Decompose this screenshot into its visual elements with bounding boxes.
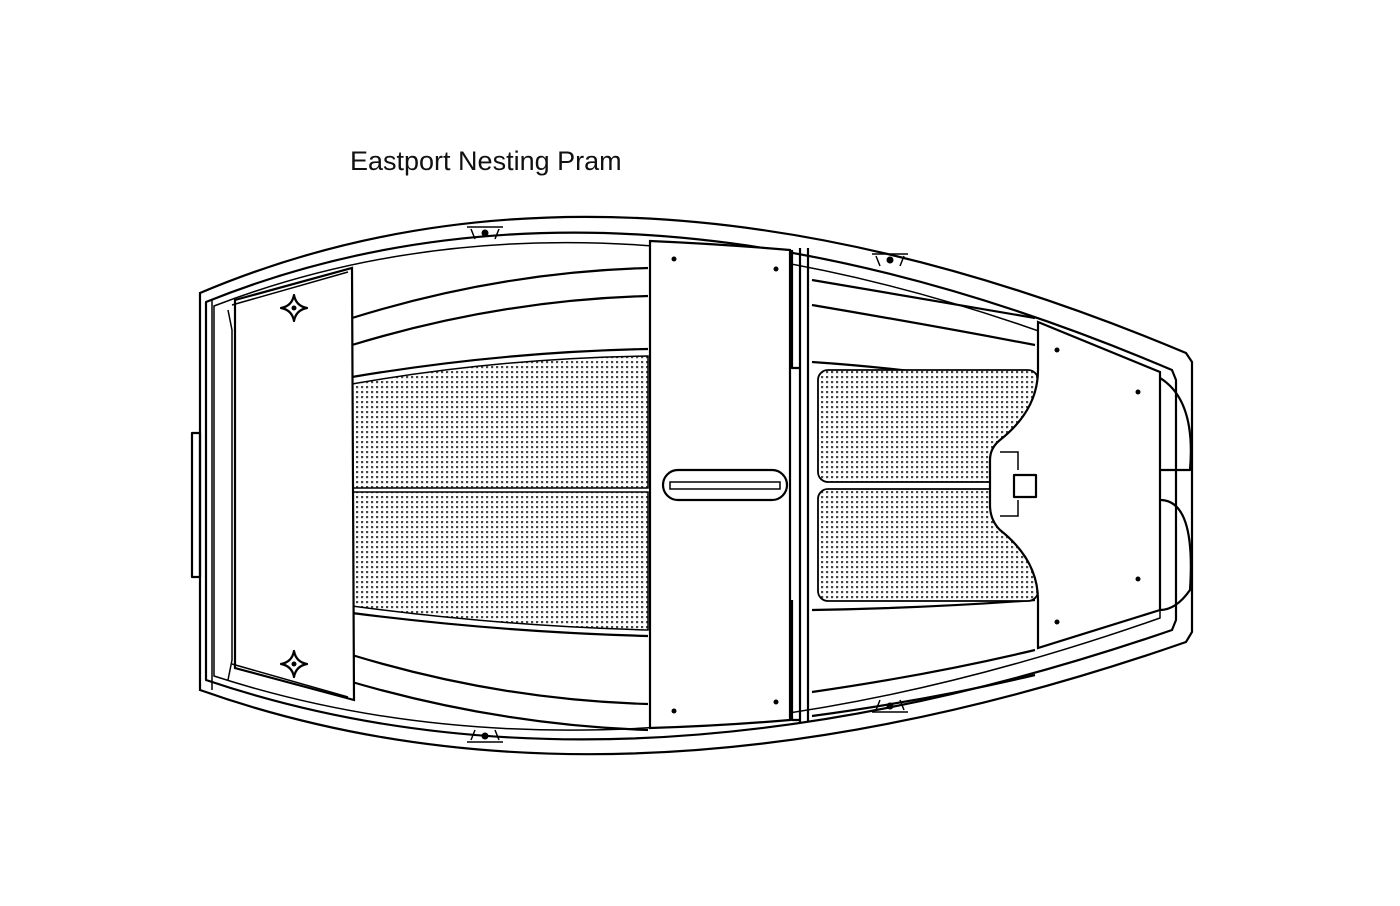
mast-partner xyxy=(1000,451,1019,517)
side-band-bot-1 xyxy=(351,680,649,732)
side-band-top-2 xyxy=(351,294,649,347)
handle-slot xyxy=(661,468,789,502)
seat-bolt xyxy=(773,699,779,705)
stern-transom xyxy=(190,431,202,579)
side-band-bot-2 xyxy=(351,653,649,706)
side-band-top-1 xyxy=(351,266,649,320)
hull-gunwale-inner xyxy=(204,231,1178,741)
aft-seat xyxy=(233,266,356,702)
seat-bolt xyxy=(1135,389,1141,395)
gunwale-clamp-icon xyxy=(467,729,503,743)
gunwale-clamp-icon xyxy=(872,699,908,713)
fwd-band-bot-1 xyxy=(811,673,1036,718)
floor-mesh-aft-upper xyxy=(351,355,649,489)
nesting-bulkhead xyxy=(790,248,810,722)
seat-bolt xyxy=(1054,347,1060,353)
seat-bolt xyxy=(773,266,779,272)
gunwale-clamp-icon xyxy=(872,253,908,267)
fwd-band-top-1 xyxy=(811,278,1036,320)
bow-seat xyxy=(988,320,1162,650)
oarlock-socket-icon xyxy=(279,293,309,323)
fwd-band-top-2 xyxy=(811,303,1036,347)
hull-sheer-line xyxy=(213,241,1161,731)
side-band-top-3 xyxy=(351,347,649,379)
stern-inner-line xyxy=(211,300,233,690)
oarlock-socket-icon xyxy=(279,649,309,679)
side-band-bot-3 xyxy=(351,611,649,638)
gunwale-clamp-icon xyxy=(467,226,503,240)
bow-buoyancy-pocket xyxy=(1159,377,1192,612)
fwd-band-bot-2 xyxy=(811,648,1036,694)
mast-step xyxy=(1012,473,1038,499)
middle-seat xyxy=(648,239,792,730)
seat-bolt xyxy=(671,256,677,262)
seat-bolt xyxy=(1054,619,1060,625)
floor-mesh-aft-lower xyxy=(351,491,649,631)
seat-bolt xyxy=(1135,576,1141,582)
aft-seat-edge xyxy=(231,271,349,698)
handle-slot-inner xyxy=(669,481,781,490)
diagram-title: Eastport Nesting Pram xyxy=(350,146,622,176)
seat-bolt xyxy=(671,708,677,714)
